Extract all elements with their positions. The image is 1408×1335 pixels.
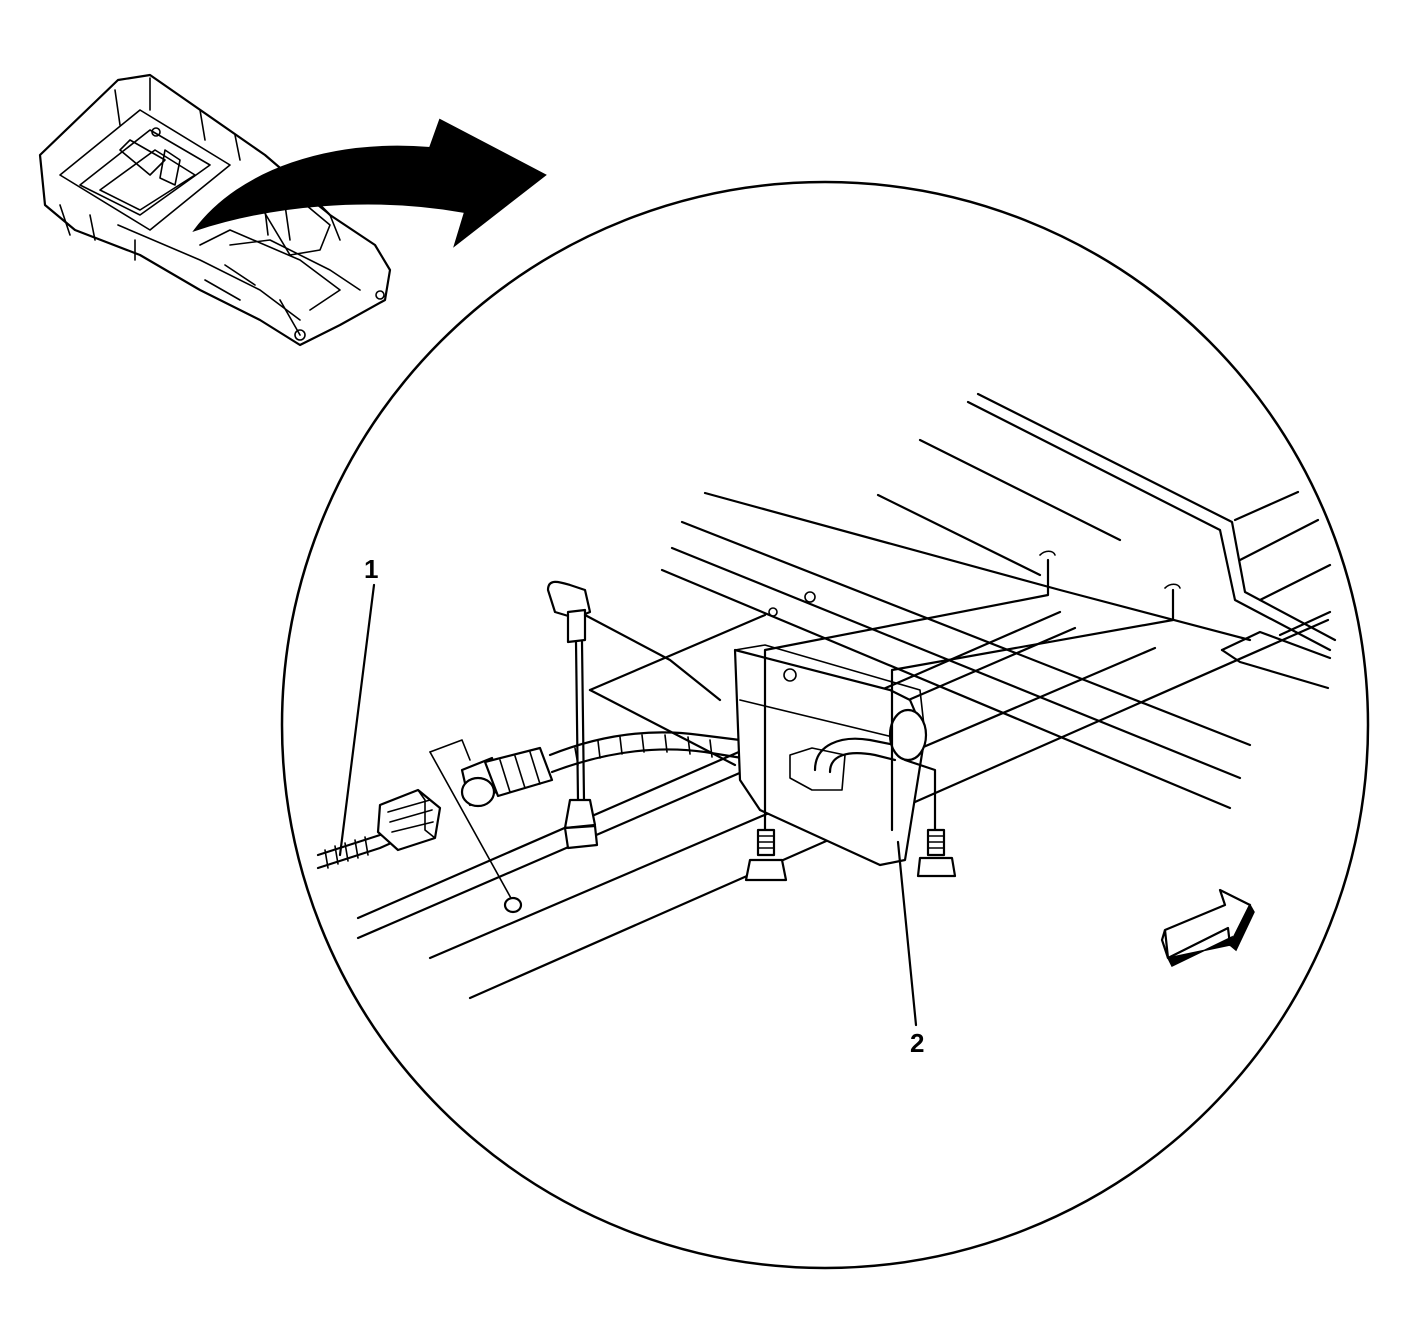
callout-1: 1 <box>338 554 378 857</box>
curved-arrow-icon <box>192 118 547 248</box>
callout-2: 2 <box>896 840 924 1058</box>
front-direction-arrow-icon <box>1160 888 1255 967</box>
callout-2-label: 2 <box>910 1028 924 1058</box>
detail-view <box>316 392 1337 1000</box>
callout-1-label: 1 <box>364 554 378 584</box>
bolt-left <box>744 828 788 882</box>
bolt-right <box>903 758 957 878</box>
